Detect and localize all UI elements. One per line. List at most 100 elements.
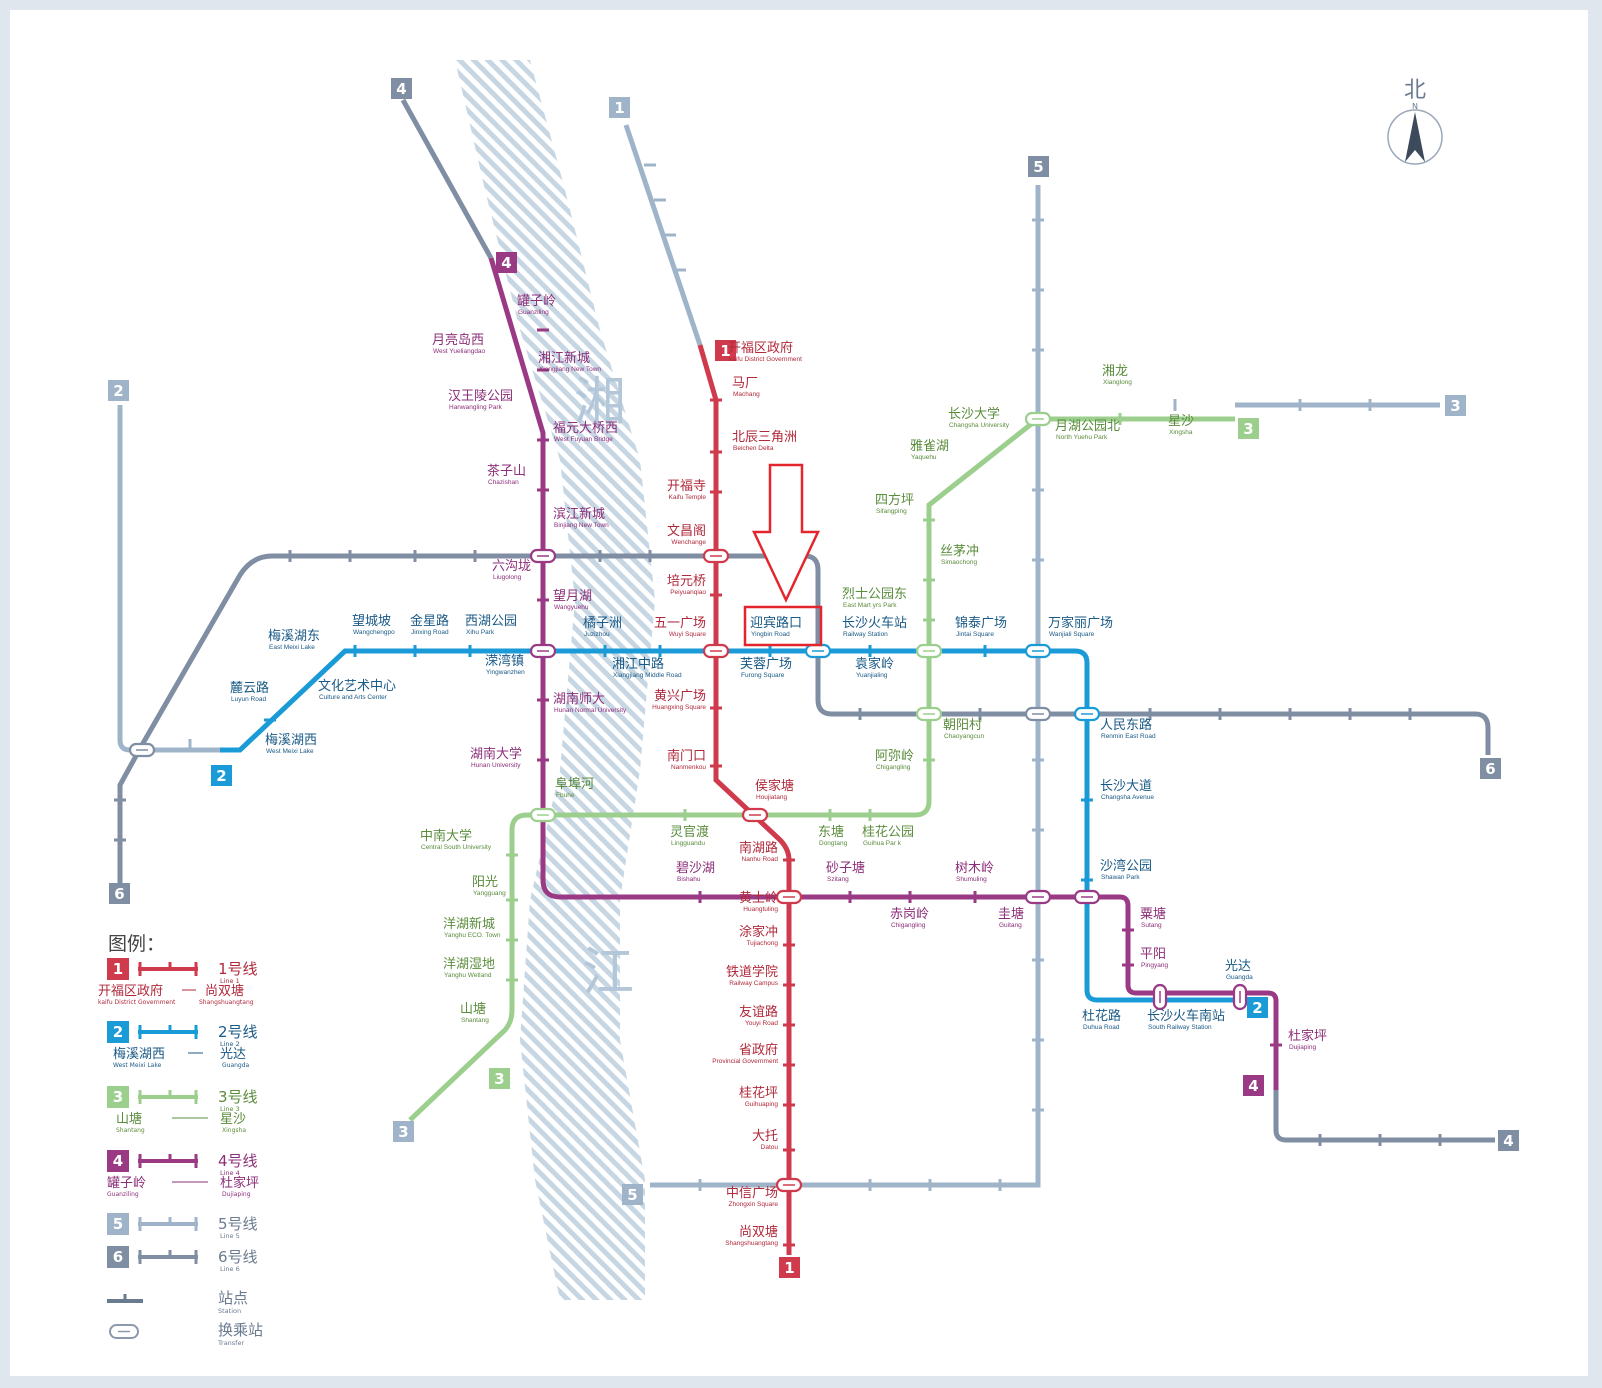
badge-line-3-south[interactable]: 3: [489, 1068, 510, 1089]
badge-line-1-south[interactable]: 1: [779, 1257, 800, 1278]
badge-line-1-north[interactable]: 1: [609, 97, 630, 118]
badge-line-4-south[interactable]: 4: [1243, 1075, 1264, 1096]
badge-line-5-south[interactable]: 5: [622, 1184, 643, 1205]
badge-line-1-mid[interactable]: 1: [715, 340, 736, 361]
highlight-box[interactable]: [743, 605, 823, 647]
badge-line-4-east-end[interactable]: 4: [1498, 1130, 1519, 1151]
badge-line-2-mid[interactable]: 2: [211, 765, 232, 786]
badge-line-2-west[interactable]: 2: [108, 380, 129, 401]
badge-line-3-mid[interactable]: 3: [1238, 418, 1259, 439]
badge-line-5-north[interactable]: 5: [1028, 156, 1049, 177]
badge-line-4-mid[interactable]: 4: [496, 252, 517, 273]
badge-line-3-sw[interactable]: 3: [393, 1121, 414, 1142]
badge-line-2-east[interactable]: 2: [1247, 997, 1268, 1018]
badge-line-3-east[interactable]: 3: [1445, 395, 1466, 416]
badge-line-6-west[interactable]: 6: [109, 883, 130, 904]
badge-line-6-east[interactable]: 6: [1480, 758, 1501, 779]
badge-line-4-north[interactable]: 4: [391, 78, 412, 99]
